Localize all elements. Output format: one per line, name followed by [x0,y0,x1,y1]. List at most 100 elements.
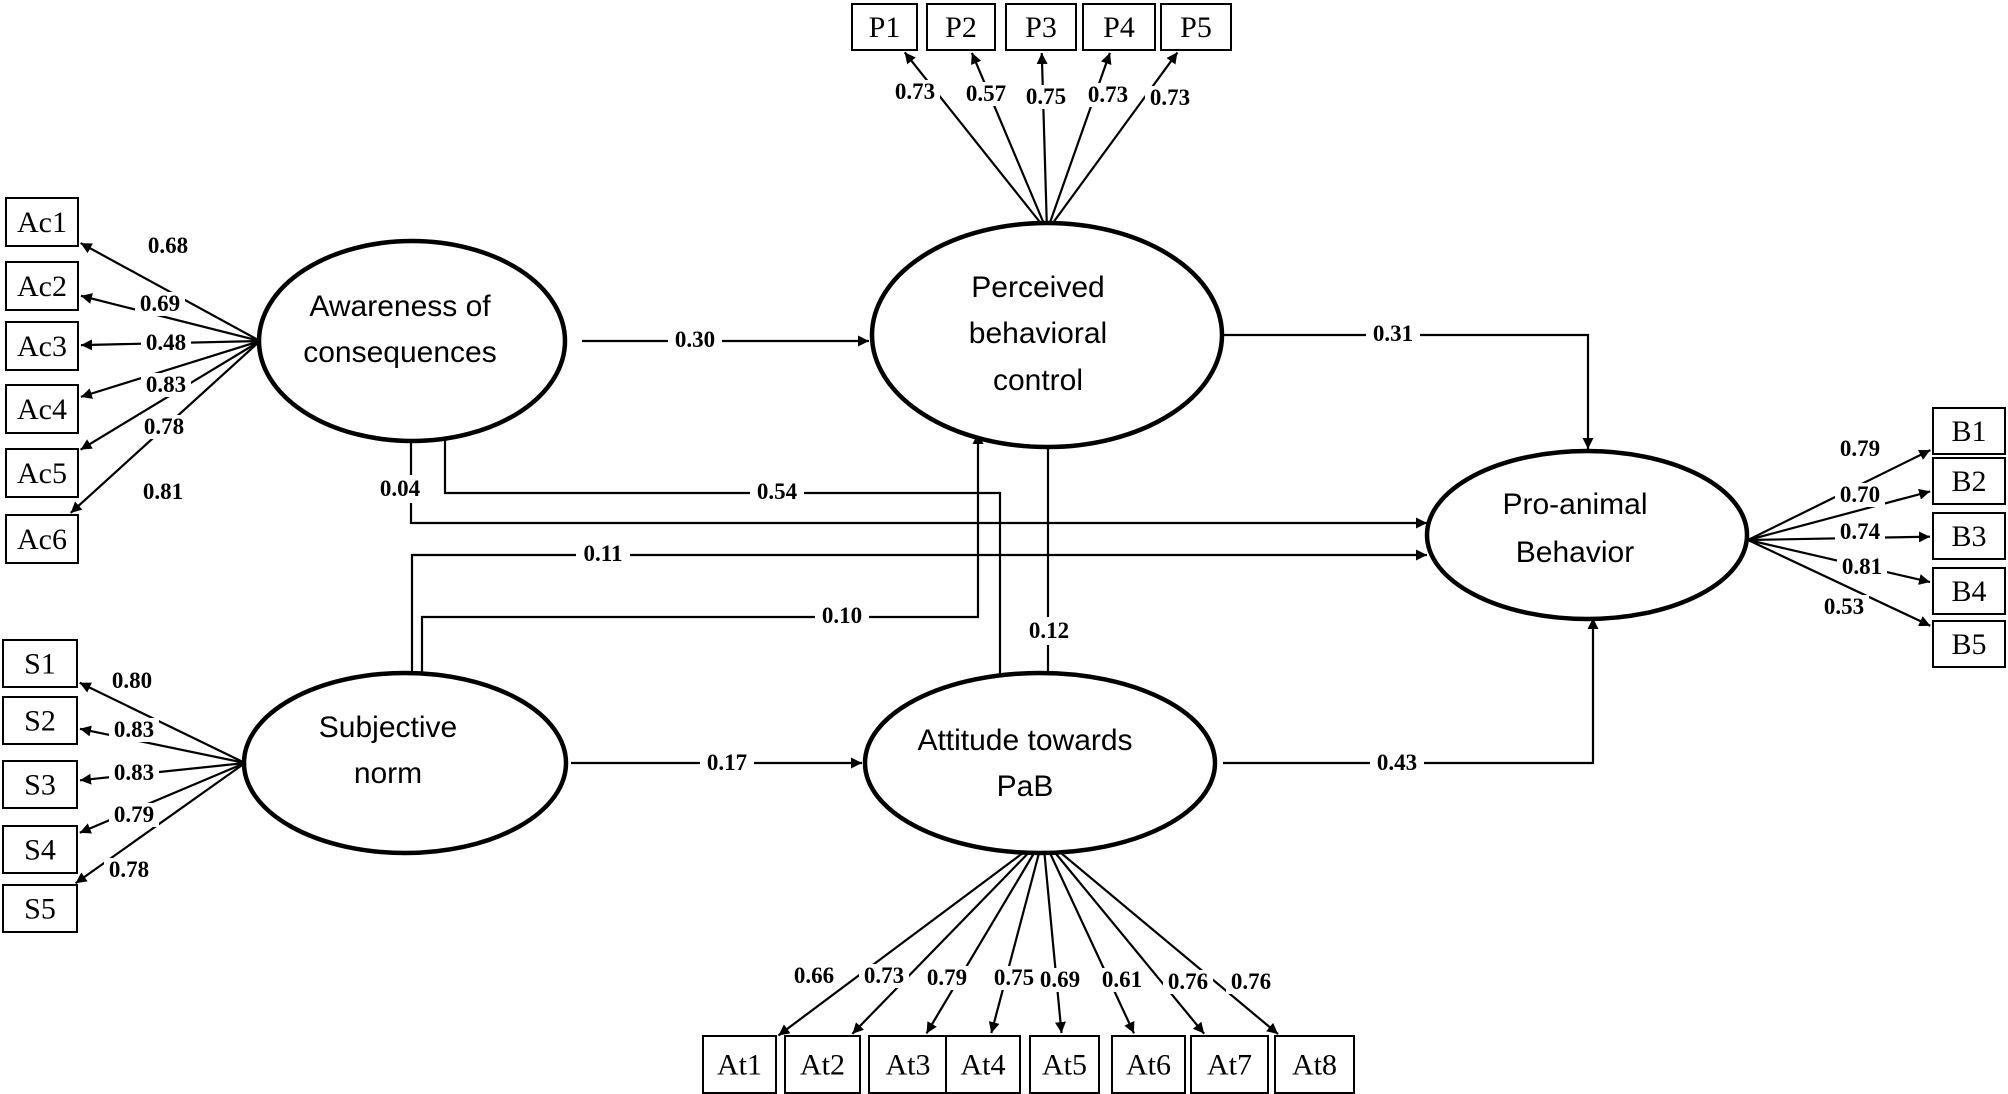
indicator-label: S1 [24,648,56,681]
loading-line-s3 [79,761,246,785]
indicator-s5: S5 [2,884,78,933]
loading-value-at8: 0.76 [1231,969,1271,994]
structural-paths [409,333,1599,769]
indicator-s4: S4 [2,825,78,874]
indicator-label: Ac1 [17,206,67,239]
loading-line-at7 [1042,837,1205,1035]
loading-line-at8 [1042,837,1279,1035]
loading-line-p5 [1046,51,1179,232]
loading-value-at2: 0.73 [864,963,904,988]
indicator-at1: At1 [702,1035,777,1094]
indicator-label: B2 [1951,465,1986,498]
latent-att-line-1: Attitude towards [917,724,1132,757]
indicator-label: At3 [886,1049,931,1082]
loading-value-ac6: 0.81 [143,479,183,504]
coef-ac-att: 0.54 [757,479,798,504]
path-ac-to-pab [409,440,1427,529]
coef-pbc-att: 0.12 [1029,618,1069,643]
loading-value-at6: 0.61 [1102,967,1142,992]
indicator-p4: P4 [1082,3,1156,51]
indicator-label: S5 [24,893,56,926]
indicator-label: Ac5 [17,457,67,490]
loading-value-ac1: 0.68 [148,233,188,258]
loading-value-ac3: 0.48 [146,330,186,355]
path-pbc-to-pab [1223,333,1594,449]
indicator-label: At6 [1126,1049,1171,1082]
indicator-label: Ac3 [17,330,67,363]
loading-value-at7: 0.76 [1168,969,1208,994]
loading-value-at1: 0.66 [794,963,834,988]
latent-sn-line-2: norm [354,757,422,790]
loading-value-p5: 0.73 [1150,85,1190,110]
path-coefficients: 0.30 0.31 0.54 0.04 0.11 0.10 0.12 0.17 … [373,320,1424,777]
latent-awareness-line-1: Awareness of [309,290,491,323]
loading-value-s3: 0.83 [114,760,154,785]
indicator-label: At8 [1292,1049,1337,1082]
coef-ac-pbc: 0.30 [675,327,715,352]
loading-line-ac4 [80,339,261,399]
loading-value-at3: 0.79 [927,965,967,990]
loading-value-p3: 0.75 [1026,84,1066,109]
loading-value-ac4: 0.83 [146,372,186,397]
indicator-ac2: Ac2 [5,261,79,311]
indicator-label: P4 [1103,11,1135,44]
indicator-ac3: Ac3 [5,321,79,371]
indicator-b3: B3 [1932,512,2006,560]
loading-value-s2: 0.83 [114,717,154,742]
indicator-at4: At4 [945,1035,1021,1094]
coef-sn-pbc: 0.10 [822,603,862,628]
indicator-b4: B4 [1932,567,2006,615]
indicator-ac4: Ac4 [5,384,79,434]
latent-pbc: Perceived behavioral control [869,220,1225,450]
latent-att-line-2: PaB [997,770,1054,803]
indicator-label: Ac2 [17,270,67,303]
indicator-b5: B5 [1932,620,2006,668]
loading-line-p2 [970,52,1049,232]
indicator-label: S2 [24,705,56,738]
indicator-b2: B2 [1932,457,2006,505]
indicator-label: B5 [1951,628,1986,661]
indicator-p3: P3 [1005,3,1077,51]
indicator-label: S4 [24,834,56,867]
loading-value-ac2: 0.69 [140,291,180,316]
indicator-label: S3 [24,769,56,802]
indicator-at3: At3 [868,1035,948,1094]
path-sn-to-pab [410,549,1427,674]
indicator-at2: At2 [784,1035,861,1094]
indicator-at5: At5 [1029,1035,1100,1094]
loading-line-b2 [1747,488,1931,542]
loading-line-ac2 [80,293,261,343]
indicator-b1: B1 [1932,407,2006,455]
latent-sn-line-1: Subjective [319,711,457,744]
loading-line-p4 [1045,52,1112,232]
latent-pab-line-1: Pro-animal [1502,488,1647,521]
indicator-s2: S2 [2,696,78,745]
loading-line-b5 [1747,539,1931,627]
latent-attitude: Attitude towards PaB [862,670,1218,856]
loading-value-s5: 0.78 [109,857,149,882]
indicator-ac5: Ac5 [5,448,79,498]
indicator-ac1: Ac1 [5,197,79,247]
latent-subjective-norm: Subjective norm [241,670,569,856]
latent-awareness-line-2: consequences [303,336,496,369]
path-att-to-pab [1223,618,1599,765]
loading-line-s5 [74,762,246,885]
latent-pbc-line-1: Perceived [971,271,1104,304]
latent-pbc-line-2: behavioral [969,317,1107,350]
indicator-p5: P5 [1160,3,1232,51]
indicator-label: Ac4 [17,393,67,426]
path-sn-to-pbc [420,433,984,674]
indicator-label: B4 [1951,575,1986,608]
loading-value-ac5: 0.78 [144,414,184,439]
loading-value-s1: 0.80 [112,668,152,693]
indicator-ac6: Ac6 [5,514,79,564]
latent-pab-line-2: Behavior [1516,536,1634,569]
loading-line-at2 [851,837,1044,1035]
indicator-label: B1 [1951,415,1986,448]
loading-value-s4: 0.79 [114,802,154,827]
loading-line-at3 [925,837,1044,1034]
loading-line-at5 [1041,837,1066,1034]
loading-line-at6 [1042,837,1135,1034]
indicator-label: At4 [961,1049,1006,1082]
